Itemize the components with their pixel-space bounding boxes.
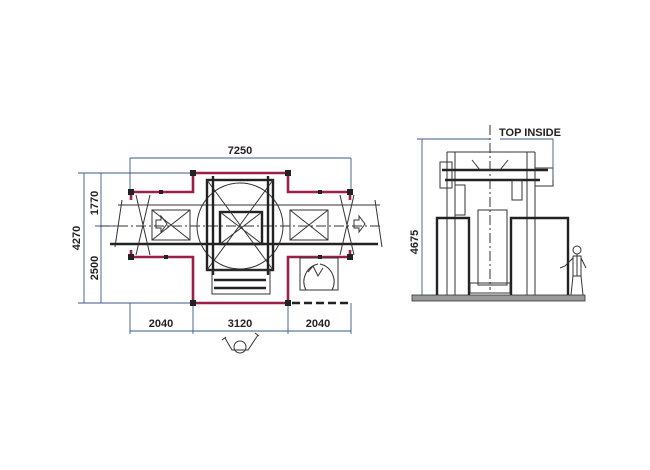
machine-frame (439, 125, 554, 295)
dimension-lines (78, 157, 352, 334)
plan-view: 7250 4270 1770 2500 2040 3120 2040 (71, 145, 383, 354)
dim-depth-lower: 2500 (89, 256, 101, 280)
wrapping-machine (196, 176, 284, 295)
side-view: 4675 TOP INSIDE (409, 125, 587, 302)
operator-side-view-icon (559, 245, 587, 296)
access-door (292, 257, 348, 305)
dim-overall-depth: 4270 (71, 226, 83, 250)
turntable (469, 282, 511, 294)
dim-height: 4675 (409, 230, 421, 254)
fence-posts (128, 170, 353, 306)
flow-arrow-icon (155, 214, 168, 234)
guard-fence (129, 171, 352, 305)
operator-top-view-icon (221, 332, 260, 354)
dim-overall-width: 7250 (228, 145, 252, 157)
callout-top-inside: TOP INSIDE (499, 127, 561, 139)
safety-fences (435, 216, 570, 295)
dim-width-center: 3120 (228, 318, 252, 330)
dim-depth-upper: 1770 (89, 191, 101, 215)
conveyor (100, 194, 383, 256)
dim-width-right: 2040 (306, 318, 330, 330)
dim-width-left: 2040 (149, 318, 173, 330)
flow-arrow-icon (353, 214, 366, 234)
pallet-load (477, 209, 508, 286)
floor (411, 294, 586, 302)
